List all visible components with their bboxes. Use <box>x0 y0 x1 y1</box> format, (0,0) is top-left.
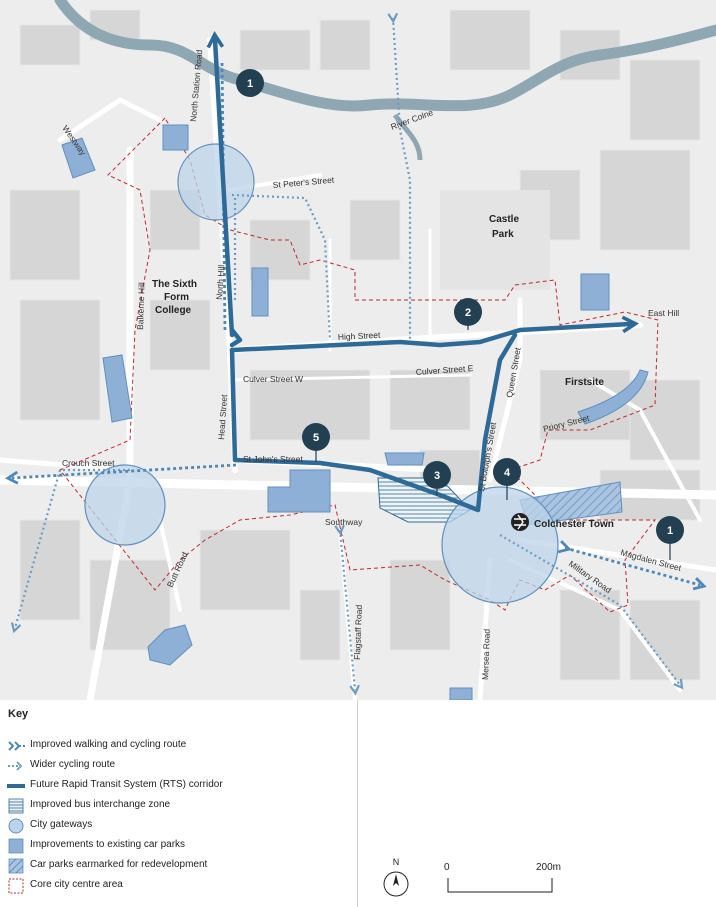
key-label-rts: Future Rapid Transit System (RTS) corrid… <box>30 779 223 790</box>
label-castle: Castle <box>489 214 519 225</box>
label-southway: Southway <box>325 517 363 527</box>
label-flagstaff-road: Flagstaff Road <box>352 604 364 660</box>
key-label-core-area: Core city centre area <box>30 879 123 890</box>
label-north-hill: North Hill <box>214 264 226 300</box>
number-badge-1-north: 1 <box>236 69 264 97</box>
svg-text:2: 2 <box>465 307 471 319</box>
label-crouch-street: Crouch Street <box>62 458 115 468</box>
label-head-street: Head Street <box>216 394 229 441</box>
north-arrow-icon: N <box>383 857 409 897</box>
map-key: Key Improved walking and cycling route W… <box>0 700 358 907</box>
label-firstsite: Firstsite <box>565 377 604 388</box>
building-blocks <box>9 9 701 681</box>
label-colchester-town: Colchester Town <box>534 519 614 530</box>
label-park: Park <box>492 229 514 240</box>
key-label-walking-cycling: Improved walking and cycling route <box>30 739 187 750</box>
key-label-bus-interchange: Improved bus interchange zone <box>30 799 171 810</box>
key-label-car-park-improvements: Improvements to existing car parks <box>30 839 186 850</box>
key-item-gateways: City gateways <box>4 818 354 834</box>
scale-bar: 0 200m <box>444 862 561 893</box>
filled-square-icon <box>8 838 24 854</box>
number-badge-1-east: 1 <box>656 516 684 560</box>
label-balkerne-hill: Balkerne Hill <box>135 282 147 330</box>
svg-text:4: 4 <box>504 467 511 479</box>
key-item-car-park-improvements: Improvements to existing car parks <box>4 838 354 854</box>
key-label-cycling: Wider cycling route <box>30 759 116 770</box>
key-item-car-park-redevelopment: Car parks earmarked for redevelopment <box>4 858 354 874</box>
label-culver-street-w: Culver Street W <box>243 374 303 384</box>
key-title: Key <box>8 708 29 720</box>
cycling-routes <box>10 12 684 696</box>
svg-text:5: 5 <box>313 432 319 444</box>
thick-line-icon <box>7 784 25 788</box>
scale-end-label: 200m <box>536 862 561 873</box>
castle-park-area <box>440 190 550 290</box>
key-item-walking-cycling: Improved walking and cycling route <box>4 738 354 754</box>
circle-icon <box>8 818 24 834</box>
number-badge-3: 3 <box>423 461 451 495</box>
north-label: N <box>393 857 400 867</box>
key-item-bus-interchange: Improved bus interchange zone <box>4 798 354 814</box>
key-item-rts: Future Rapid Transit System (RTS) corrid… <box>4 778 354 794</box>
key-label-car-park-redevelopment: Car parks earmarked for redevelopment <box>30 859 208 870</box>
svg-text:1: 1 <box>247 78 253 90</box>
diagonal-hatch-square-icon <box>8 858 24 874</box>
label-east-hill: East Hill <box>648 308 679 318</box>
map: 1 2 3 4 5 1 North Station Road Westway R… <box>0 0 716 700</box>
number-badge-2: 2 <box>454 298 482 330</box>
label-sixth-form-2: Form <box>164 292 189 303</box>
key-label-gateways: City gateways <box>30 819 93 830</box>
city-gateways <box>84 143 559 604</box>
dotted-arrow-icon <box>8 761 23 771</box>
label-culver-street-e: Culver Street E <box>415 363 474 377</box>
label-st-johns-street: St John's Street <box>243 454 303 464</box>
rail-station-icon <box>511 513 529 531</box>
dashed-red-square-icon <box>8 878 24 894</box>
double-chevron-arrow-icon <box>8 741 25 751</box>
river-colne <box>54 0 716 112</box>
svg-text:3: 3 <box>434 470 440 482</box>
walking-cycling-routes <box>4 59 707 591</box>
car-parks <box>61 124 649 700</box>
label-high-street: High Street <box>338 330 382 342</box>
number-badge-5: 5 <box>302 423 330 462</box>
scale-start-label: 0 <box>444 862 450 873</box>
hatched-square-icon <box>8 798 24 814</box>
svg-text:1: 1 <box>667 525 673 537</box>
label-mersea-road: Mersea Road <box>480 628 492 680</box>
number-badge-4: 4 <box>493 458 521 500</box>
rts-corridor <box>206 30 640 513</box>
label-sixth-form-1: The Sixth <box>152 279 197 290</box>
key-item-cycling: Wider cycling route <box>4 758 354 774</box>
label-sixth-form-3: College <box>155 305 192 316</box>
key-item-core-area: Core city centre area <box>4 878 354 894</box>
